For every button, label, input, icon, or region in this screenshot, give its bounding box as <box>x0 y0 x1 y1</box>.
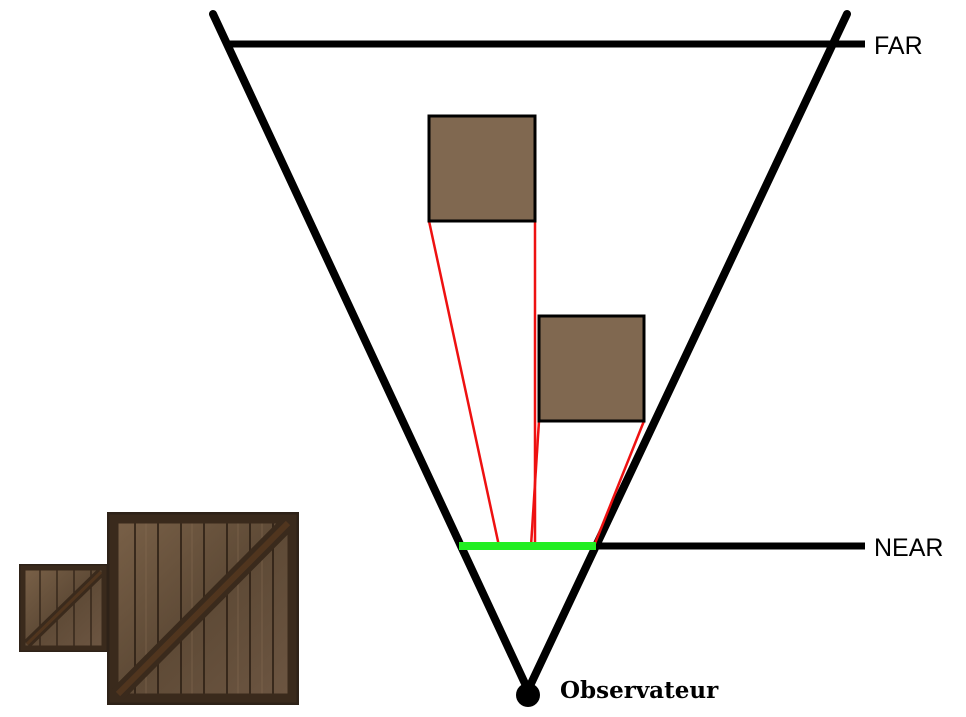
large-crate <box>107 512 299 705</box>
projection-ray <box>592 420 646 547</box>
far-object-box <box>427 114 537 223</box>
frustum-right-edge <box>524 10 851 694</box>
projection-ray <box>529 420 541 547</box>
observer-label: Observateur <box>560 677 719 704</box>
near-label: NEAR <box>874 534 943 562</box>
frustum <box>209 10 865 694</box>
small-crate <box>19 564 108 652</box>
frustum-left-edge <box>209 10 532 694</box>
projection-rays <box>427 220 646 547</box>
near-object-box <box>537 314 646 423</box>
observer-point <box>516 683 540 707</box>
projection-ray <box>427 220 501 547</box>
far-label: FAR <box>874 32 923 60</box>
